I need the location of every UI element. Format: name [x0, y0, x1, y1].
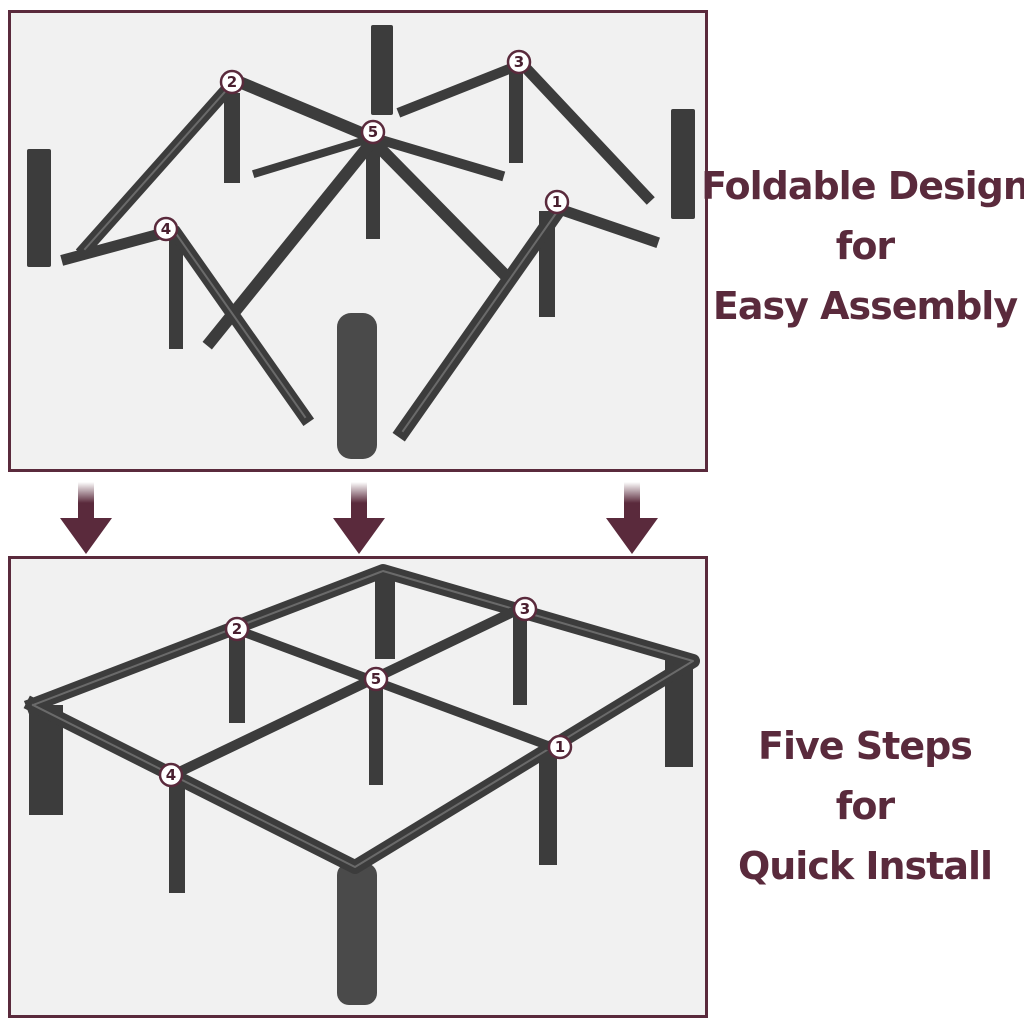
svg-text:3: 3 — [520, 600, 530, 618]
leg — [509, 71, 523, 163]
down-arrow-icon — [60, 482, 112, 554]
caption-line: for — [835, 784, 895, 828]
leg — [169, 235, 183, 349]
step-badge-5: 5 — [360, 119, 386, 145]
step-badge-1: 1 — [547, 734, 573, 760]
step-badges: 2 3 5 1 4 — [158, 596, 573, 788]
down-arrow-icon — [333, 482, 385, 554]
caption-line: Quick Install — [737, 844, 993, 888]
step-badge-2: 2 — [219, 69, 245, 95]
step-badge-3: 3 — [512, 596, 538, 622]
step-badge-5: 5 — [363, 666, 389, 692]
svg-text:5: 5 — [371, 670, 381, 688]
caption-five-steps: Five Steps for Quick Install — [700, 716, 1024, 896]
step-badge-4: 4 — [158, 762, 184, 788]
post — [337, 313, 377, 459]
svg-text:4: 4 — [166, 766, 176, 784]
svg-text:3: 3 — [514, 53, 524, 71]
leg — [169, 781, 185, 893]
leg — [337, 863, 377, 1005]
leg — [224, 93, 240, 183]
svg-text:1: 1 — [555, 738, 565, 756]
caption-line: for — [835, 224, 895, 268]
svg-text:2: 2 — [232, 620, 242, 638]
caption-line: Foldable Design — [701, 164, 1024, 208]
leg — [375, 573, 395, 659]
assembled-frame-illustration: 2 3 5 1 4 — [23, 564, 700, 1005]
svg-text:2: 2 — [227, 73, 237, 91]
leg — [369, 681, 383, 785]
caption-line: Easy Assembly — [712, 284, 1018, 328]
step-badges: 2 3 5 1 4 — [153, 49, 570, 242]
svg-text:1: 1 — [552, 193, 562, 211]
step-badge-1: 1 — [544, 189, 570, 215]
leg — [229, 633, 245, 723]
frame-beams — [60, 57, 660, 442]
post — [671, 109, 695, 219]
down-arrow-icon — [606, 482, 658, 554]
folded-frame-panel: 2 3 5 1 4 — [8, 10, 708, 472]
frame-rails — [23, 564, 700, 874]
step-badge-3: 3 — [506, 49, 532, 75]
leg — [366, 135, 380, 239]
leg — [513, 613, 527, 705]
step-badge-2: 2 — [224, 616, 250, 642]
caption-line: Five Steps — [758, 724, 973, 768]
leg — [539, 753, 557, 865]
post — [27, 149, 51, 267]
svg-text:4: 4 — [161, 220, 171, 238]
svg-text:5: 5 — [368, 123, 378, 141]
assembled-frame-panel: 2 3 5 1 4 — [8, 556, 708, 1018]
post — [371, 25, 393, 115]
folded-frame-illustration: 2 3 5 1 4 — [27, 25, 695, 459]
caption-foldable-design: Foldable Design for Easy Assembly — [700, 156, 1024, 336]
step-badge-4: 4 — [153, 216, 179, 242]
